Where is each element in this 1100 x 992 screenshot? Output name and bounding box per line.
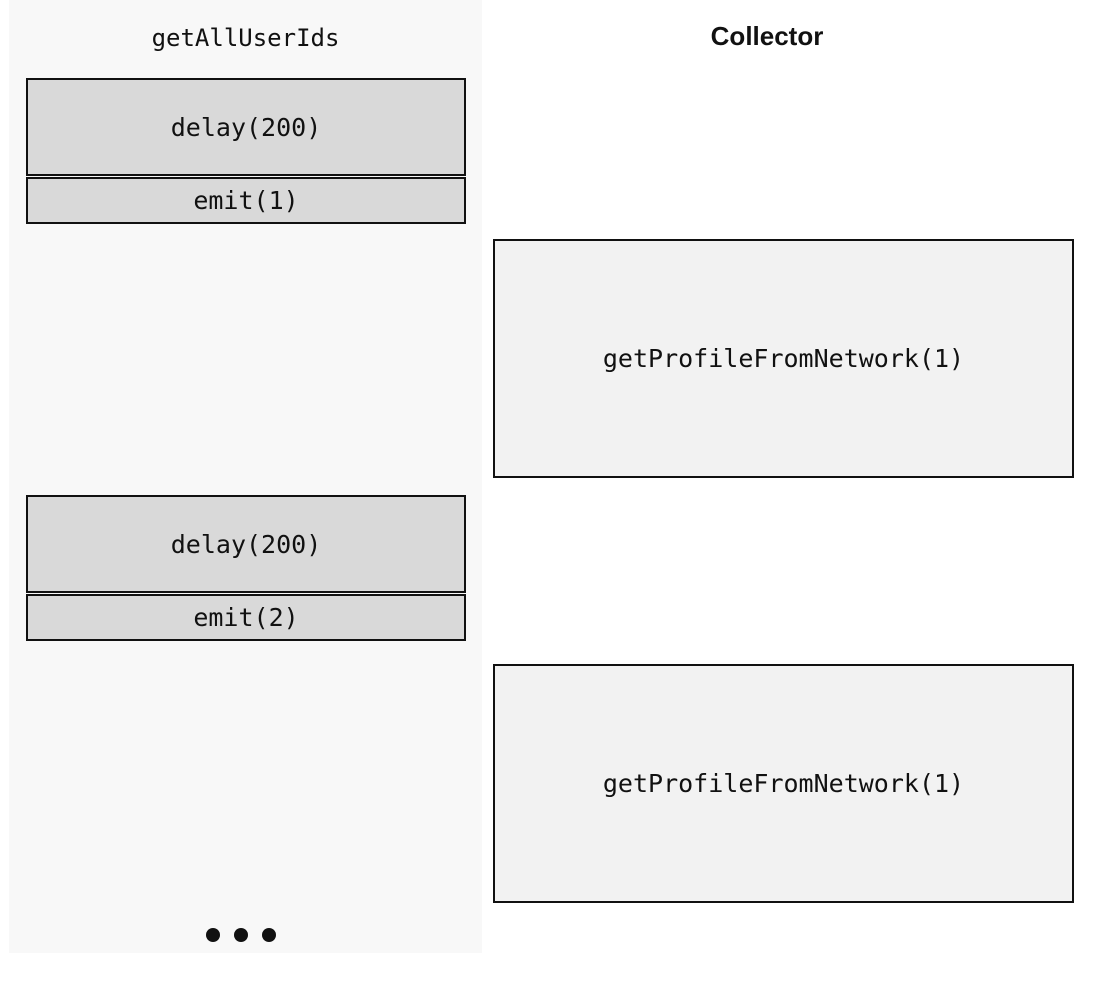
emit-step-2: emit(2) — [26, 594, 466, 641]
emit-step-1: emit(1) — [26, 177, 466, 224]
more-dots-icon — [206, 926, 276, 944]
producer-title: getAllUserIds — [151, 24, 340, 52]
dot-icon — [234, 928, 248, 942]
collector-title: Collector — [710, 21, 824, 51]
dot-icon — [206, 928, 220, 942]
collector-call-2: getProfileFromNetwork(1) — [493, 664, 1074, 903]
collector-call-1: getProfileFromNetwork(1) — [493, 239, 1074, 478]
delay-step-1: delay(200) — [26, 78, 466, 176]
delay-step-2: delay(200) — [26, 495, 466, 593]
dot-icon — [262, 928, 276, 942]
